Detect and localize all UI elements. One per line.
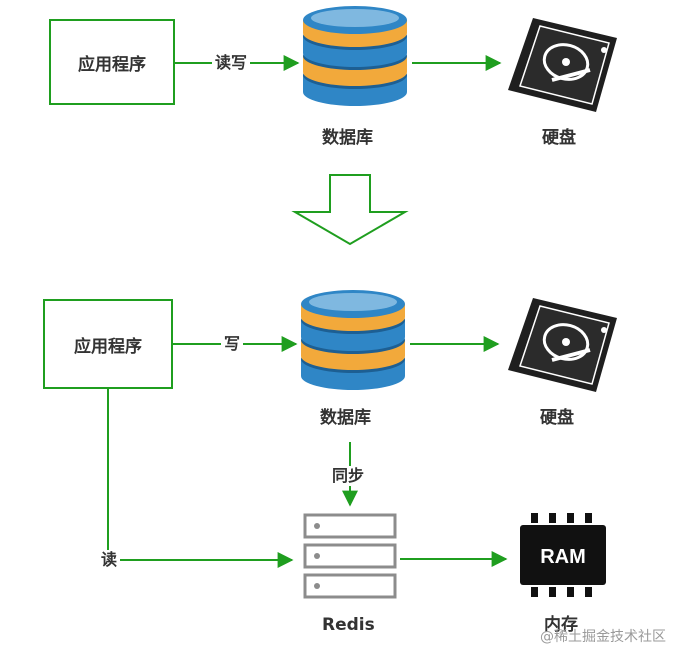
disk-label-bottom: 硬盘 — [540, 408, 574, 428]
server-rack-icon — [303, 513, 397, 599]
down-arrow-icon — [291, 174, 409, 246]
hard-disk-icon-bottom — [508, 298, 617, 392]
database-icon-bottom — [301, 290, 405, 390]
database-icon-top — [303, 6, 407, 106]
memory-label: 内存 — [544, 615, 578, 635]
app-box-top — [49, 19, 175, 105]
edge-label-rw: 读写 — [212, 53, 251, 73]
db-label-bottom: 数据库 — [320, 408, 371, 428]
edge-label-sync: 同步 — [329, 466, 368, 486]
edge-read — [107, 388, 294, 568]
ram-chip-icon — [520, 513, 606, 597]
redis-label: Redis — [322, 615, 375, 635]
app-label-top: 应用程序 — [78, 54, 146, 75]
ram-chip-text: RAM — [540, 546, 586, 568]
watermark: @稀土掘金技术社区 — [540, 629, 666, 645]
db-label-top: 数据库 — [322, 128, 373, 148]
hard-disk-icon-top — [508, 18, 617, 112]
edge-label-read: 读 — [98, 550, 121, 570]
app-label-bottom: 应用程序 — [74, 336, 142, 357]
disk-label-top: 硬盘 — [542, 128, 576, 148]
edge-label-write: 写 — [221, 334, 244, 354]
